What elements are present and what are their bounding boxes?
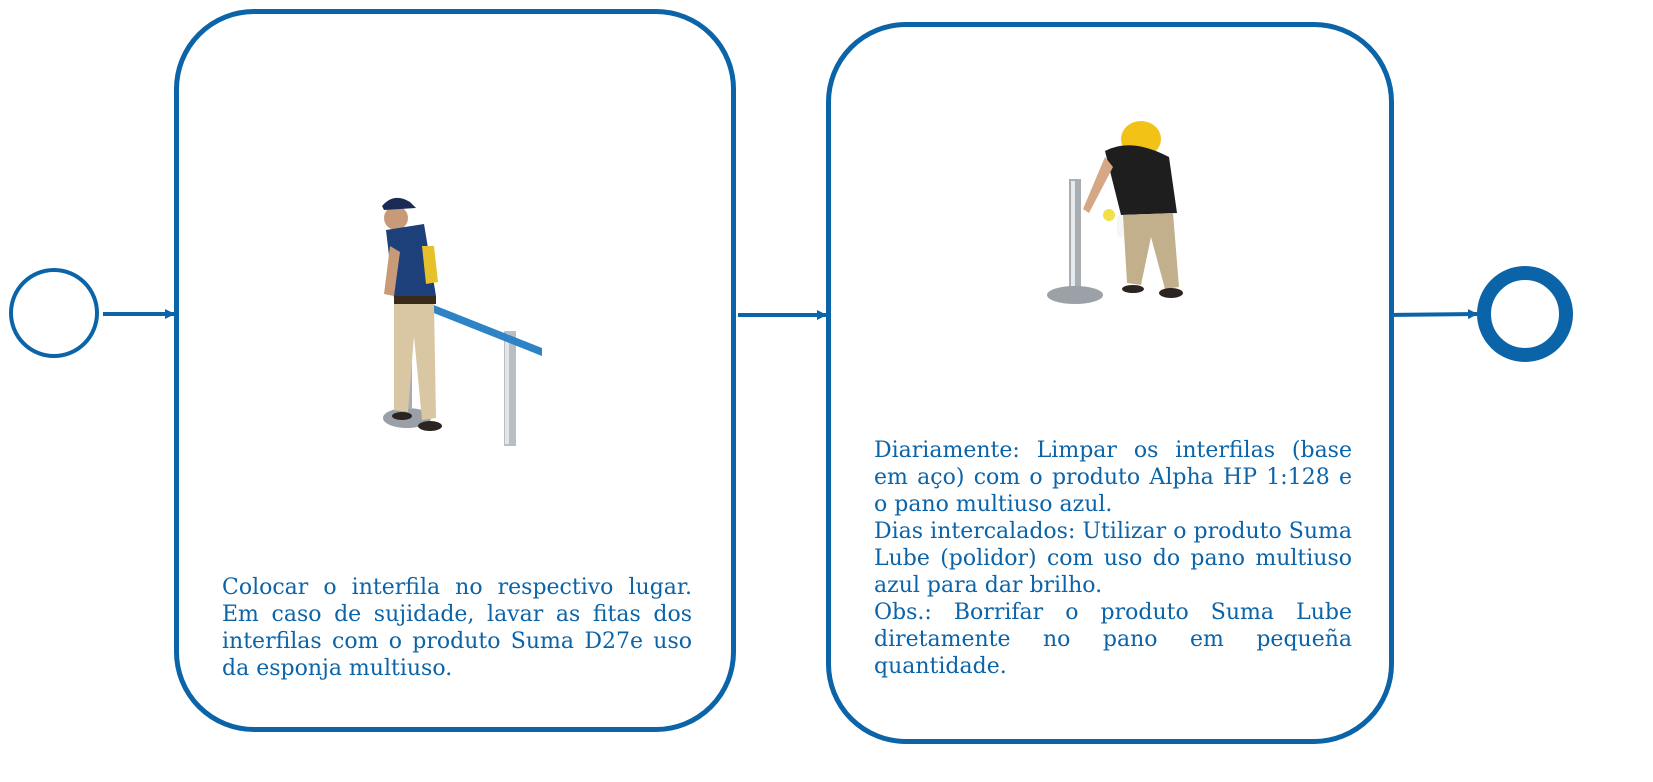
task2-description: Diariamente: Limpar os interfilas (base … <box>874 437 1352 680</box>
flow-arrow-task2-to-end <box>1390 309 1478 320</box>
task2-line-daily: Diariamente: Limpar os interfilas (base … <box>874 438 1352 517</box>
start-event <box>9 268 99 358</box>
task-box-1: Colocar o interfila no respectivo lugar.… <box>174 9 736 732</box>
worker-adjusting-stanchion-icon <box>382 197 542 446</box>
worker-cleaning-post-icon <box>1047 121 1183 304</box>
end-event <box>1477 266 1573 362</box>
task2-line-alternate-days: Dias intercalados: Utilizar o produto Su… <box>874 519 1352 598</box>
task2-line-note: Obs.: Borrifar o produto Suma Lube diret… <box>874 600 1352 679</box>
task-box-2: Diariamente: Limpar os interfilas (base … <box>826 22 1394 744</box>
task1-description: Colocar o interfila no respectivo lugar.… <box>222 575 692 681</box>
